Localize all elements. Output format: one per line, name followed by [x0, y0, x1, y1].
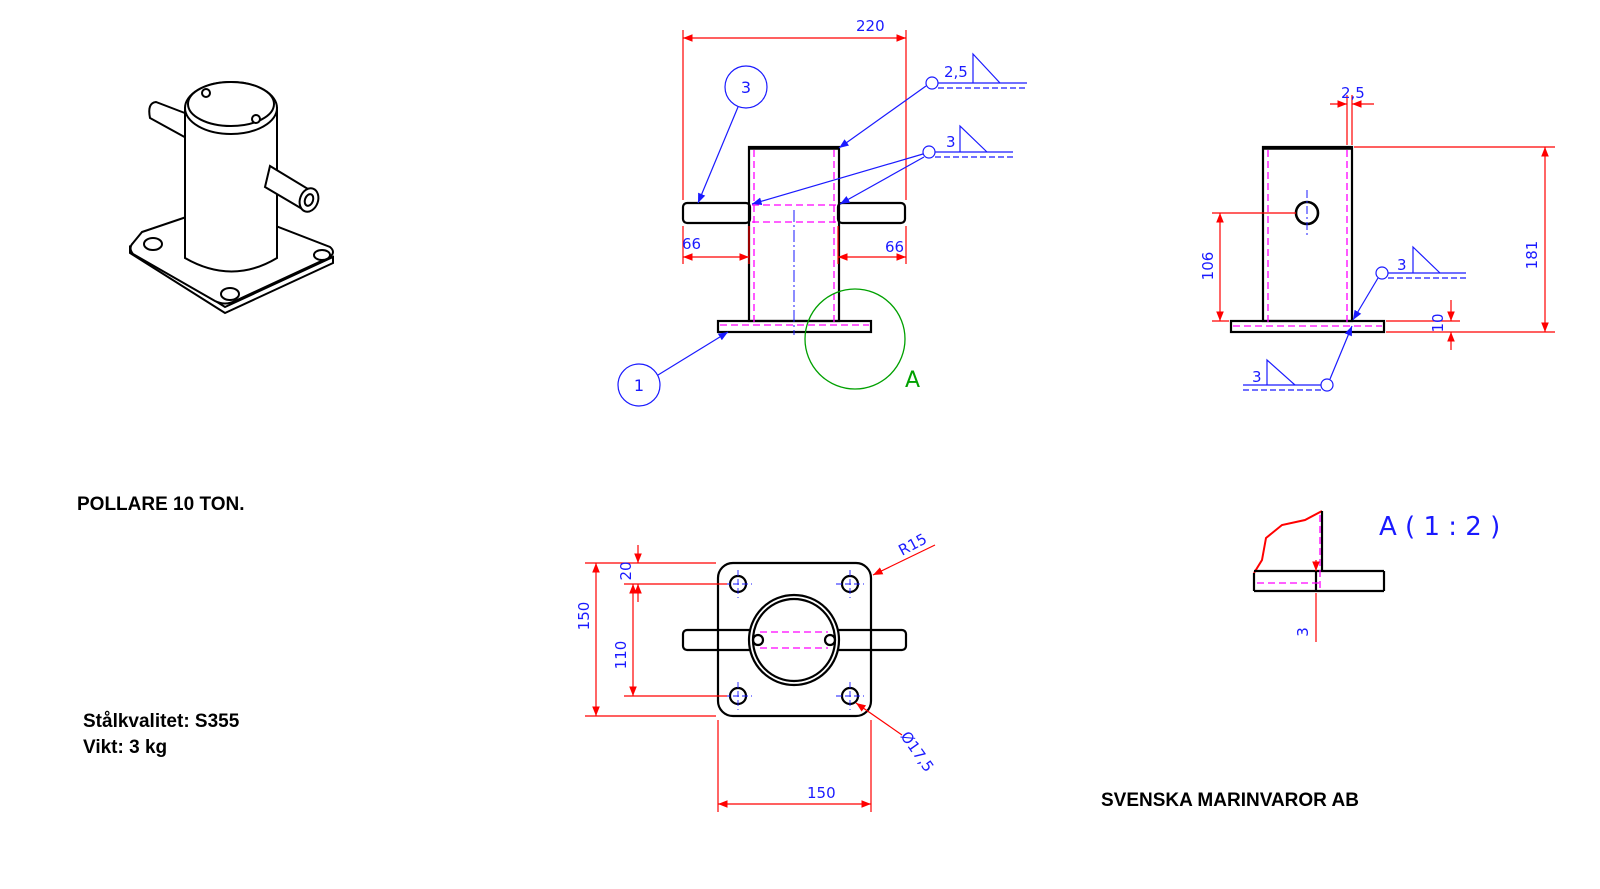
top-view: 150 110 20 150 R15 Ø17,5 [575, 530, 937, 812]
side-view: 2,5 106 181 10 3 3 [1199, 84, 1555, 392]
detail-label: A [905, 368, 920, 393]
dim-radius: R15 [895, 530, 930, 560]
balloon-plate-label: 1 [634, 376, 644, 395]
dim-total-height: 181 [1523, 241, 1541, 270]
right-arm [836, 201, 907, 225]
detail-title: A ( 1 : 2 ) [1379, 512, 1500, 542]
dim-plate-height: 150 [575, 602, 593, 631]
weld-arms-size: 3 [946, 133, 956, 151]
left-arm [681, 201, 752, 225]
company-name: SVENSKA MARINVAROR AB [1101, 790, 1359, 811]
dim-wall: 2,5 [1341, 84, 1365, 102]
front-view: 220 66 66 2,5 3 3 1 [617, 17, 1027, 407]
drawing-title: POLLARE 10 TON. [77, 494, 245, 515]
isometric-view [129, 81, 334, 315]
detail-view: 3 A ( 1 : 2 ) [1252, 510, 1500, 642]
weld-top-size: 2,5 [944, 63, 968, 81]
dim-left-arm: 66 [682, 235, 701, 253]
balloon-arm-label: 3 [741, 78, 751, 97]
detail-dim: 3 [1294, 627, 1312, 637]
dim-hole-dia: Ø17,5 [897, 728, 938, 775]
weld-symbol-arms [751, 124, 1013, 205]
detail-circle [804, 288, 906, 390]
material-label: Stålkvalitet: S355 [83, 711, 240, 732]
dim-hole-spacing: 110 [612, 641, 630, 670]
hidden-lines [720, 150, 869, 326]
dim-edge-offset: 20 [617, 561, 635, 580]
balloon-plate [617, 363, 661, 407]
weight-label: Vikt: 3 kg [83, 737, 168, 758]
weld-lower-size: 3 [1252, 368, 1262, 386]
balloon-arm [724, 65, 768, 109]
dim-overall-width: 220 [856, 17, 885, 35]
dim-right-arm: 66 [885, 238, 904, 256]
dim-plate-width: 150 [807, 784, 836, 802]
dim-plate-thickness: 10 [1429, 313, 1447, 332]
dim-hole-height: 106 [1199, 252, 1217, 281]
weld-symbol-top [838, 52, 1027, 149]
plate-outline [716, 561, 873, 718]
weld-upper-size: 3 [1397, 256, 1407, 274]
